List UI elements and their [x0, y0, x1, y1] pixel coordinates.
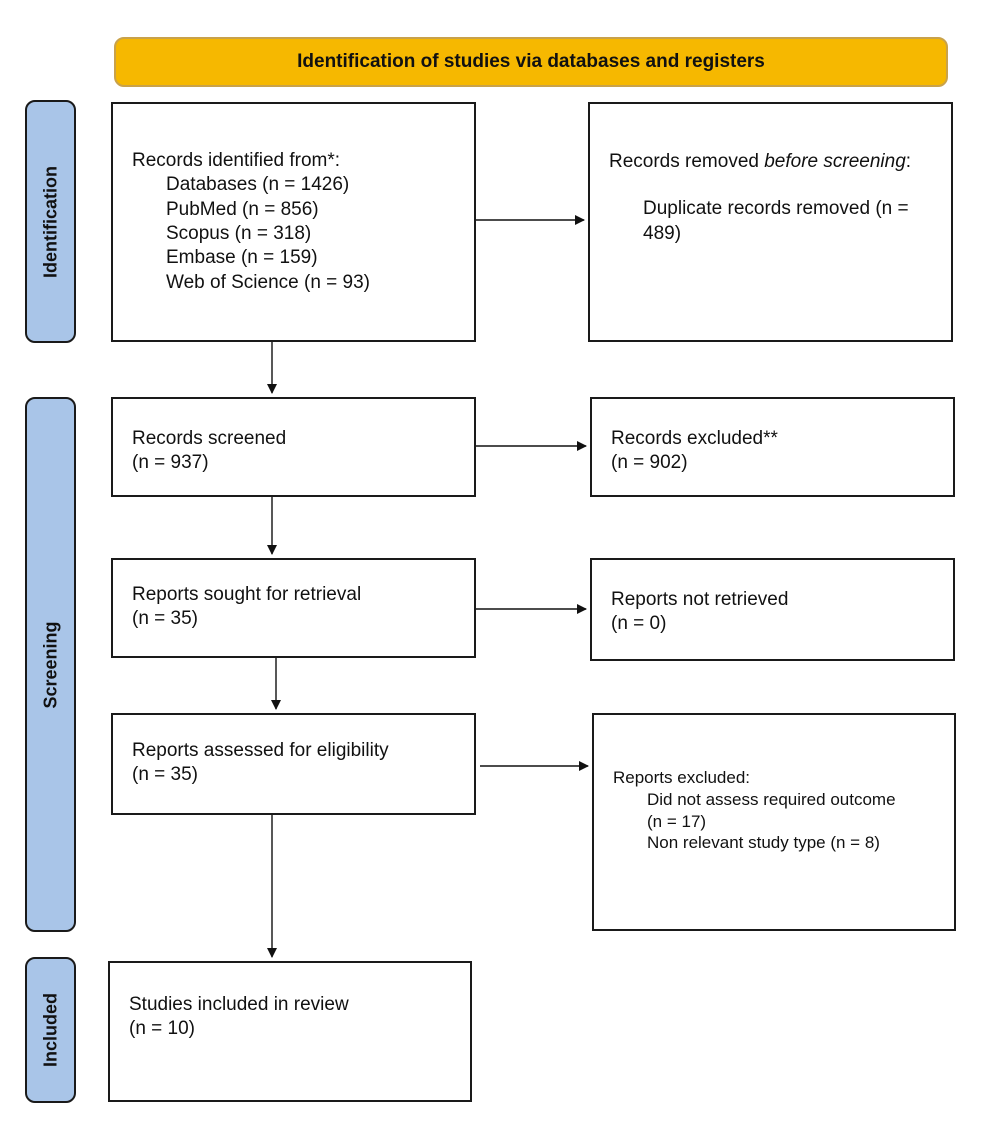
records-identified-item: PubMed (n = 856): [166, 198, 319, 220]
records-screened-box: Records screened (n = 937): [111, 397, 476, 497]
records-identified-item: Databases (n = 1426): [166, 174, 350, 196]
flow-title-banner: Identification of studies via databases …: [114, 37, 948, 87]
records-excluded-label: Records excluded**: [611, 428, 778, 449]
records-removed-heading: Records removed before screening:: [609, 151, 912, 172]
reports-excluded-box: Reports excluded: Did not assess require…: [592, 713, 956, 931]
reports-assessed-count: (n = 35): [132, 764, 199, 786]
records-screened-label: Records screened: [132, 428, 287, 449]
records-excluded-count: (n = 902): [611, 452, 688, 474]
reports-not-retrieved-label: Reports not retrieved: [611, 589, 789, 610]
records-identified-box: Records identified from*: Databases (n =…: [111, 102, 476, 342]
records-identified-item: Web of Science (n = 93): [166, 271, 371, 293]
studies-included-count: (n = 10): [129, 1018, 196, 1040]
reports-sought-count: (n = 35): [132, 608, 199, 630]
studies-included-box: Studies included in review (n = 10): [108, 961, 472, 1102]
records-screened-count: (n = 937): [132, 452, 209, 474]
reports-not-retrieved-count: (n = 0): [611, 613, 667, 635]
records-excluded-box: Records excluded** (n = 902): [590, 397, 955, 497]
reports-excluded-heading: Reports excluded:: [613, 768, 751, 787]
phase-identification: Identification: [25, 100, 76, 343]
reports-assessed-label: Reports assessed for eligibility: [132, 740, 389, 761]
reports-sought-label: Reports sought for retrieval: [132, 584, 362, 605]
phase-screening: Screening: [25, 397, 76, 932]
records-identified-heading: Records identified from*:: [132, 150, 341, 171]
records-identified-item: Scopus (n = 318): [166, 222, 312, 244]
reports-excluded-reason: (n = 17): [647, 811, 707, 831]
reports-excluded-reason: Did not assess required outcome: [647, 789, 896, 809]
reports-not-retrieved-box: Reports not retrieved (n = 0): [590, 558, 955, 661]
duplicate-records-removed: Duplicate records removed (n = 489): [643, 198, 909, 244]
records-removed-box: Records removed before screening: Duplic…: [588, 102, 953, 342]
reports-excluded-reason: Non relevant study type (n = 8): [647, 833, 880, 853]
studies-included-label: Studies included in review: [129, 994, 349, 1015]
reports-assessed-box: Reports assessed for eligibility (n = 35…: [111, 713, 476, 815]
reports-sought-box: Reports sought for retrieval (n = 35): [111, 558, 476, 658]
phase-included: Included: [25, 957, 76, 1103]
records-identified-item: Embase (n = 159): [166, 247, 318, 269]
flow-title: Identification of studies via databases …: [297, 51, 765, 72]
